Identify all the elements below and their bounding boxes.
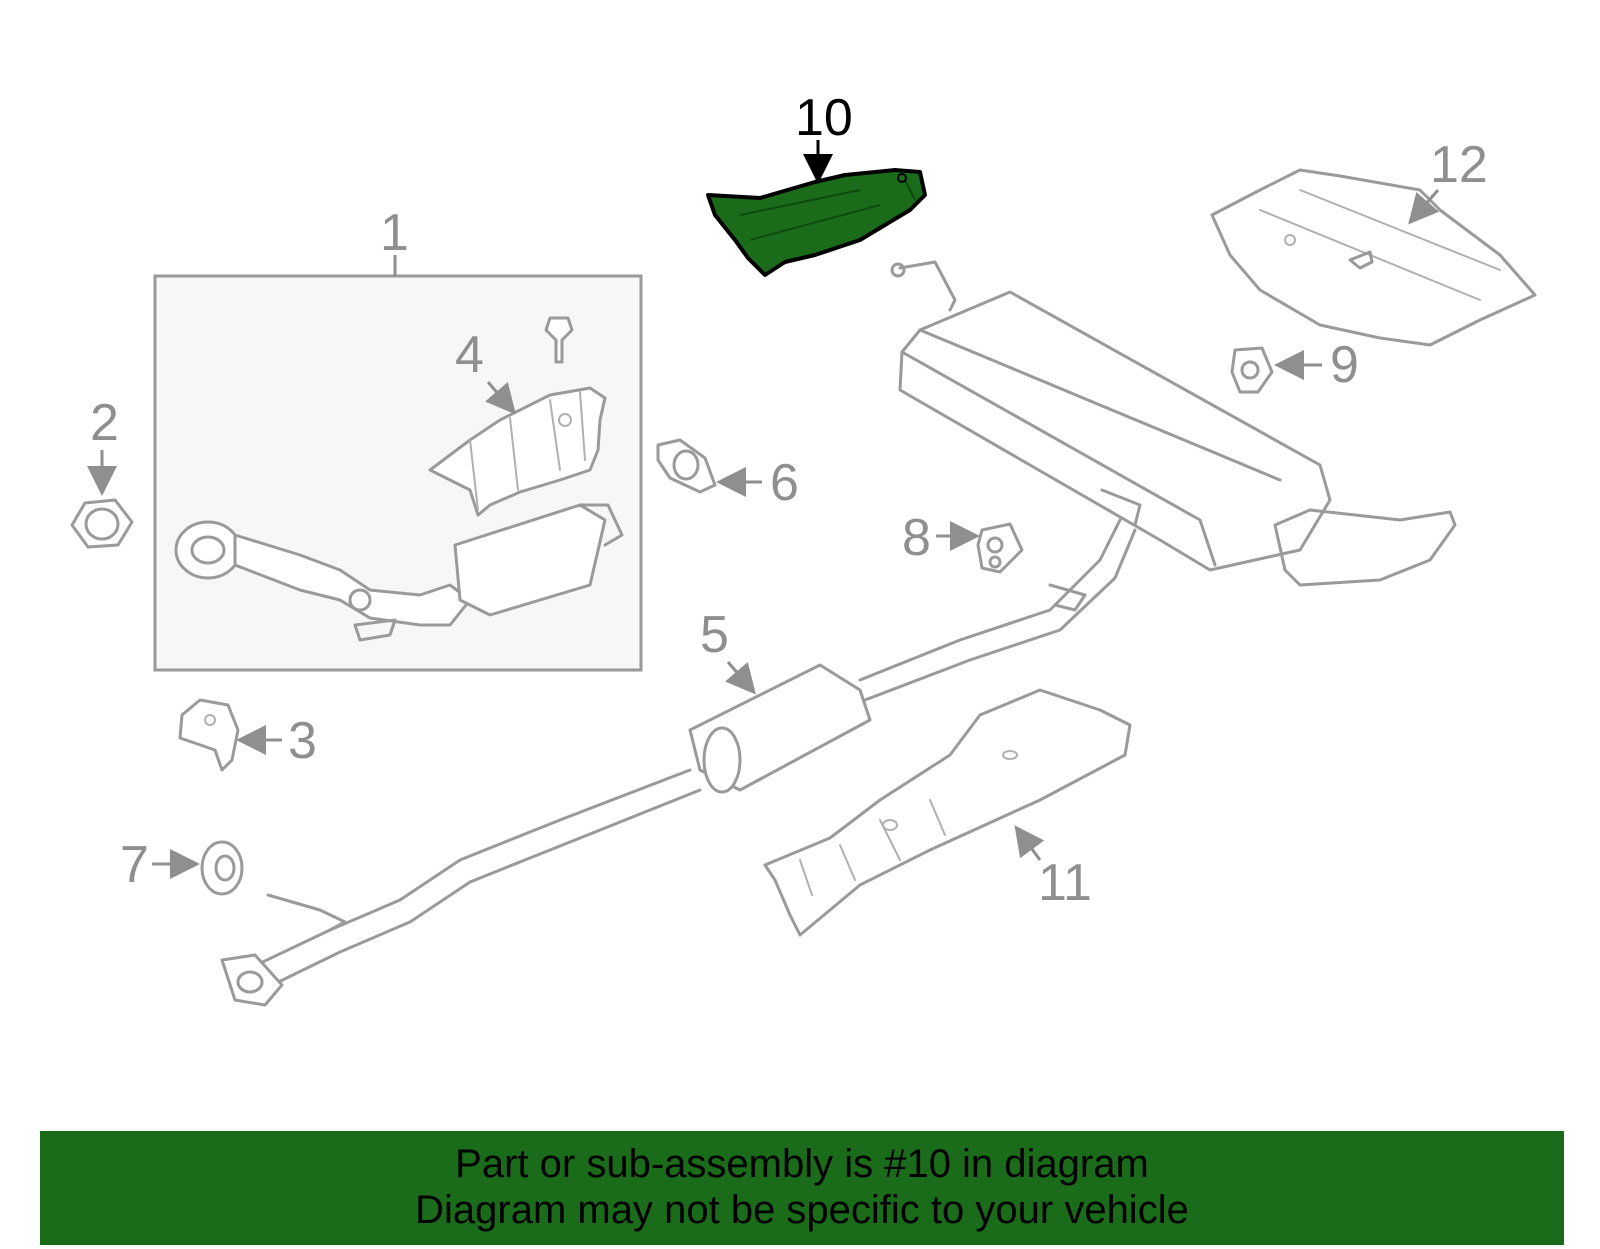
svg-text:11: 11 [1038,854,1092,912]
svg-text:7: 7 [120,836,149,894]
svg-text:2: 2 [90,394,119,452]
callout-12: 12 [1408,136,1488,225]
callout-2: 2 [87,394,119,496]
svg-text:10: 10 [795,89,853,147]
part-3-bracket[interactable] [178,698,240,772]
callout-8: 8 [902,509,980,567]
svg-text:6: 6 [770,454,799,512]
part-10-heat-shield-highlighted[interactable] [706,168,927,277]
part-4-heat-shield[interactable] [428,386,607,517]
banner-line-2: Diagram may not be specific to your vehi… [415,1188,1189,1232]
part-5-intermediate-pipe[interactable] [220,518,1137,1007]
callout-3: 3 [236,712,317,770]
part-2-gasket[interactable] [70,498,134,549]
part-7-hanger[interactable] [200,840,244,896]
callout-4: 4 [455,326,516,415]
svg-text:5: 5 [700,606,729,664]
callout-10: 10 [795,89,853,184]
svg-text:9: 9 [1330,336,1359,394]
svg-text:3: 3 [288,712,317,770]
callout-9: 9 [1274,336,1359,394]
banner-line-1: Part or sub-assembly is #10 in diagram [455,1142,1149,1186]
part-11-heat-shield[interactable] [763,688,1132,937]
muffler-assembly[interactable] [890,260,1457,587]
svg-text:1: 1 [380,204,409,262]
svg-text:12: 12 [1430,136,1488,194]
callout-7: 7 [120,836,200,894]
callout-6: 6 [716,454,799,512]
info-banner: Part or sub-assembly is #10 in diagram D… [40,1131,1564,1245]
bolt[interactable] [544,316,574,364]
callout-1: 1 [380,204,409,262]
part-8-hanger[interactable] [976,522,1024,574]
part-12-heat-shield[interactable] [1210,168,1537,347]
svg-text:8: 8 [902,509,931,567]
part-1-catalytic-converter[interactable] [174,503,624,642]
callout-5: 5 [700,606,756,695]
svg-text:4: 4 [455,326,484,384]
callout-11: 11 [1014,825,1092,912]
part-9-hanger[interactable] [1230,346,1274,394]
part-6-gasket[interactable] [656,438,717,494]
